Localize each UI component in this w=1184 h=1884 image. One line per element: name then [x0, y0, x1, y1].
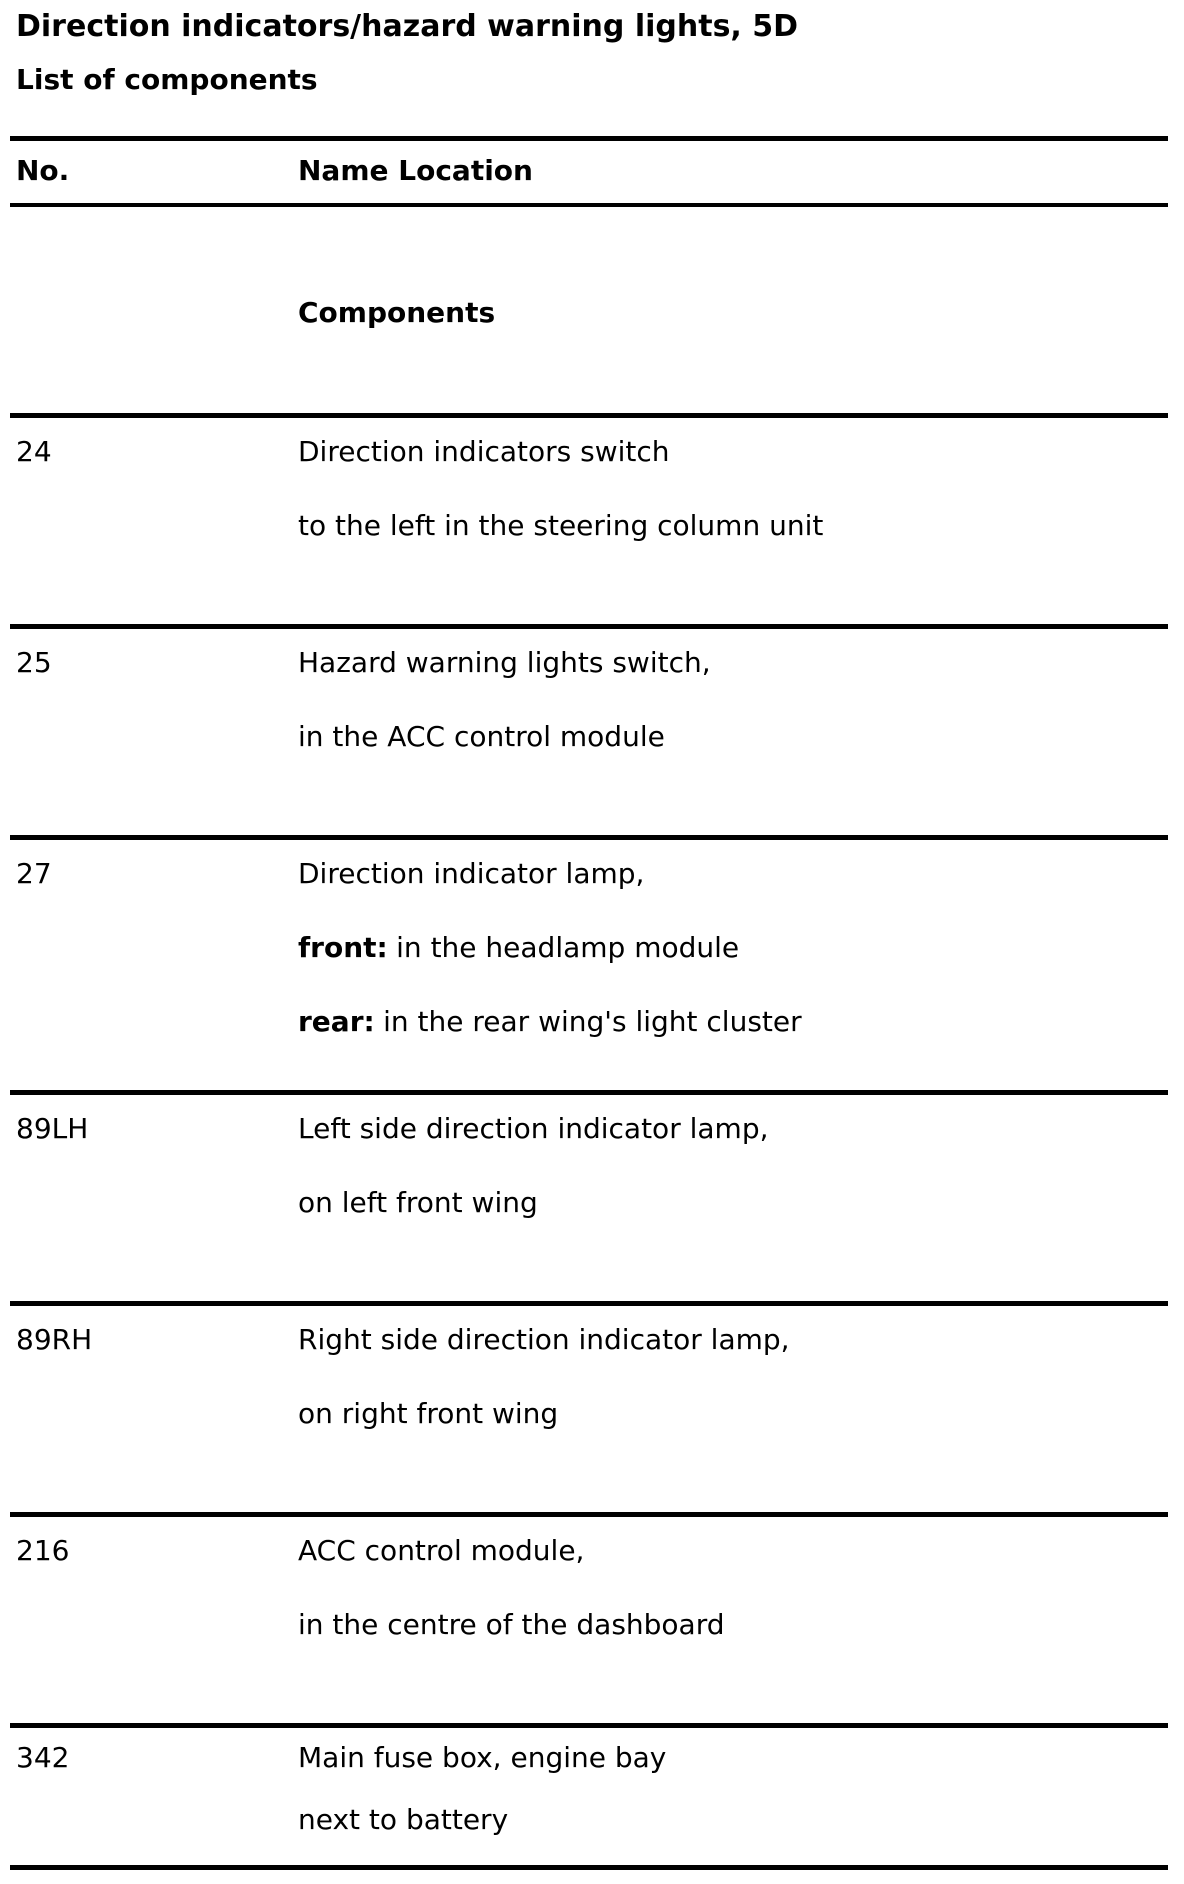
line-prefix: rear:	[298, 1005, 375, 1038]
line-text: on right front wing	[298, 1397, 559, 1430]
column-header-no: No.	[16, 154, 70, 187]
table-row-342: 342 Main fuse box, engine bay next to ba…	[10, 1723, 1168, 1865]
component-number: 24	[16, 435, 52, 468]
section-title: List of components	[16, 63, 318, 96]
component-location-line: in the centre of the dashboard	[298, 1607, 1168, 1643]
line-text: Hazard warning lights switch,	[298, 646, 711, 679]
component-location-line: in the ACC control module	[298, 719, 1168, 755]
component-cell: Direction indicator lamp, front:in the h…	[298, 856, 1168, 1040]
line-prefix: front:	[298, 931, 388, 964]
line-text: Right side direction indicator lamp,	[298, 1323, 790, 1356]
table-row-24: 24 Direction indicators switch to the le…	[10, 413, 1168, 624]
component-name-line: Direction indicators switch	[298, 434, 1168, 470]
line-text: in the rear wing's light cluster	[383, 1005, 802, 1038]
component-number: 342	[16, 1741, 70, 1774]
component-number: 216	[16, 1534, 70, 1567]
line-text: in the ACC control module	[298, 720, 665, 753]
column-header-name-location: Name Location	[298, 154, 533, 187]
component-cell: Right side direction indicator lamp, on …	[298, 1322, 1168, 1432]
component-name-line: Right side direction indicator lamp,	[298, 1322, 1168, 1358]
line-text: to the left in the steering column unit	[298, 509, 824, 542]
table-row-27: 27 Direction indicator lamp, front:in th…	[10, 835, 1168, 1090]
table-row-89rh: 89RH Right side direction indicator lamp…	[10, 1301, 1168, 1512]
components-table: No. Name Location Components 24 Directio…	[10, 136, 1168, 1870]
component-location-line: front:in the headlamp module	[298, 930, 1168, 966]
line-text: Main fuse box, engine bay	[298, 1741, 667, 1774]
line-text: in the headlamp module	[396, 931, 740, 964]
component-name-line: Direction indicator lamp,	[298, 856, 1168, 892]
table-header-row: No. Name Location	[10, 136, 1168, 207]
line-text: Left side direction indicator lamp,	[298, 1112, 769, 1145]
component-number: 25	[16, 646, 52, 679]
component-name-line: Hazard warning lights switch,	[298, 645, 1168, 681]
table-row-89lh: 89LH Left side direction indicator lamp,…	[10, 1090, 1168, 1301]
component-location-line: on left front wing	[298, 1185, 1168, 1221]
component-cell: Main fuse box, engine bay next to batter…	[298, 1740, 1168, 1838]
line-text: in the centre of the dashboard	[298, 1608, 725, 1641]
page-title: Direction indicators/hazard warning ligh…	[16, 9, 799, 44]
component-location-line: rear:in the rear wing's light cluster	[298, 1004, 1168, 1040]
table-row-216: 216 ACC control module, in the centre of…	[10, 1512, 1168, 1723]
line-text: on left front wing	[298, 1186, 538, 1219]
line-text: next to battery	[298, 1803, 509, 1836]
component-number: 27	[16, 857, 52, 890]
component-number: 89RH	[16, 1323, 93, 1356]
component-cell: Left side direction indicator lamp, on l…	[298, 1111, 1168, 1221]
component-name-line: ACC control module,	[298, 1533, 1168, 1569]
component-name-line: Main fuse box, engine bay	[298, 1740, 1168, 1776]
section-label: Components	[298, 296, 496, 329]
component-cell: ACC control module, in the centre of the…	[298, 1533, 1168, 1643]
component-location-line: to the left in the steering column unit	[298, 508, 1168, 544]
component-cell: Hazard warning lights switch, in the ACC…	[298, 645, 1168, 755]
line-text: Direction indicator lamp,	[298, 857, 645, 890]
component-number: 89LH	[16, 1112, 89, 1145]
line-text: Direction indicators switch	[298, 435, 670, 468]
table-section-row: Components	[10, 207, 1168, 413]
component-cell: Direction indicators switch to the left …	[298, 434, 1168, 544]
component-location-line: on right front wing	[298, 1396, 1168, 1432]
component-name-line: Left side direction indicator lamp,	[298, 1111, 1168, 1147]
table-row-25: 25 Hazard warning lights switch, in the …	[10, 624, 1168, 835]
component-location-line: next to battery	[298, 1802, 1168, 1838]
line-text: ACC control module,	[298, 1534, 585, 1567]
